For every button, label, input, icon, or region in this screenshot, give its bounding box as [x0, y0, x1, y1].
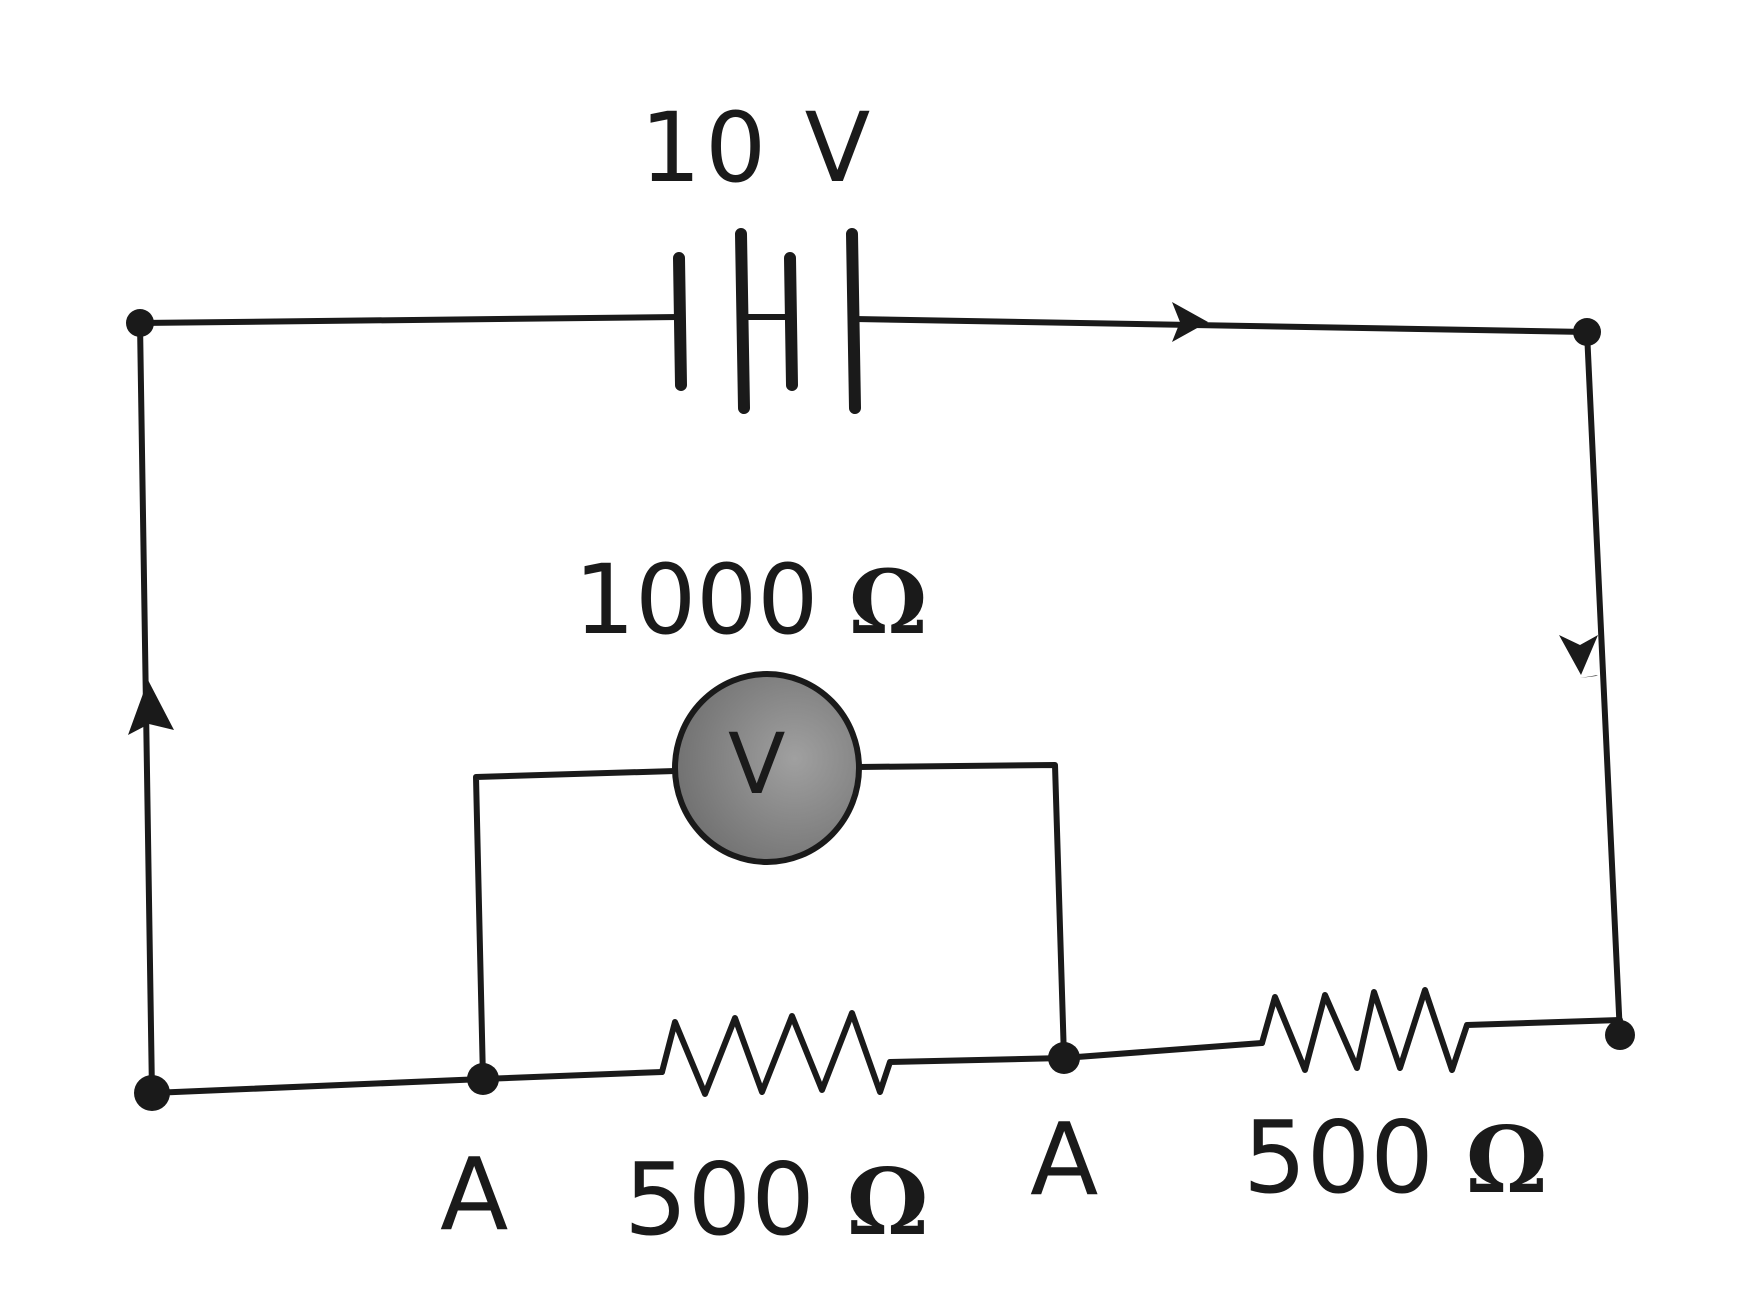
resistor-r2-icon: [1259, 987, 1623, 1073]
current-arrow-right-icon: [1172, 302, 1208, 342]
current-arrow-down-icon: [1580, 675, 1598, 678]
node-a2: [1048, 1042, 1080, 1074]
ohm-symbol: Ω: [846, 1148, 929, 1256]
current-arrow-up-icon: [128, 680, 174, 735]
voltmeter-icon: [672, 671, 862, 865]
voltmeter-resistance-label: 1000 Ω: [574, 552, 927, 648]
wire-right: [1584, 329, 1623, 1038]
voltmeter-resistance-value: 1000: [574, 544, 819, 656]
node-a1: [467, 1063, 499, 1095]
resistor-r2-value: 500: [1243, 1099, 1434, 1216]
node-bottom-right: [1605, 1020, 1635, 1050]
ohm-symbol: Ω: [1465, 1106, 1548, 1214]
node-top-right: [1573, 318, 1601, 346]
voltmeter-symbol: V: [728, 715, 786, 813]
node-label-a2: A: [1030, 1101, 1099, 1218]
wire-bridge-left: [473, 768, 678, 1082]
wire-a2-r2: [1061, 1040, 1265, 1061]
resistor-r1-icon: [659, 1010, 1067, 1097]
resistor-r2-label: 500 Ω: [1243, 1108, 1548, 1208]
current-arrow-down-head: [1559, 635, 1598, 675]
node-label-a1: A: [440, 1136, 509, 1253]
wire-bottom-left: [149, 1076, 486, 1096]
wire-top-left: [137, 314, 682, 326]
battery-label: 10 V: [640, 92, 875, 204]
resistor-r1-label: 500 Ω: [624, 1150, 929, 1250]
resistor-r1-value: 500: [624, 1141, 815, 1258]
ohm-symbol: Ω: [848, 550, 928, 654]
battery-icon: [673, 228, 861, 414]
wire-top-right: [852, 316, 1590, 335]
node-top-left: [126, 309, 154, 337]
wire-bridge-right: [856, 762, 1067, 1061]
node-bottom-left: [134, 1075, 170, 1111]
wire-a1-r1: [480, 1069, 665, 1082]
